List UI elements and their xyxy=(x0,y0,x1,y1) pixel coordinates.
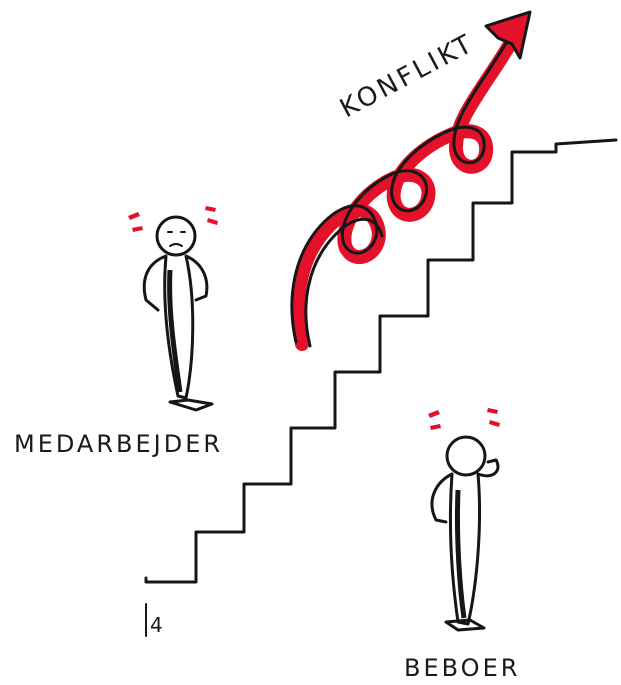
signature-mark: 4 xyxy=(150,613,166,637)
employee-label: MEDARBEJDER xyxy=(14,430,223,458)
staircase xyxy=(146,140,616,582)
employee-figure xyxy=(128,206,218,410)
resident-label: BEBOER xyxy=(404,654,520,682)
resident-figure xyxy=(428,408,500,630)
conflict-label: KONFLIKT xyxy=(335,28,479,124)
